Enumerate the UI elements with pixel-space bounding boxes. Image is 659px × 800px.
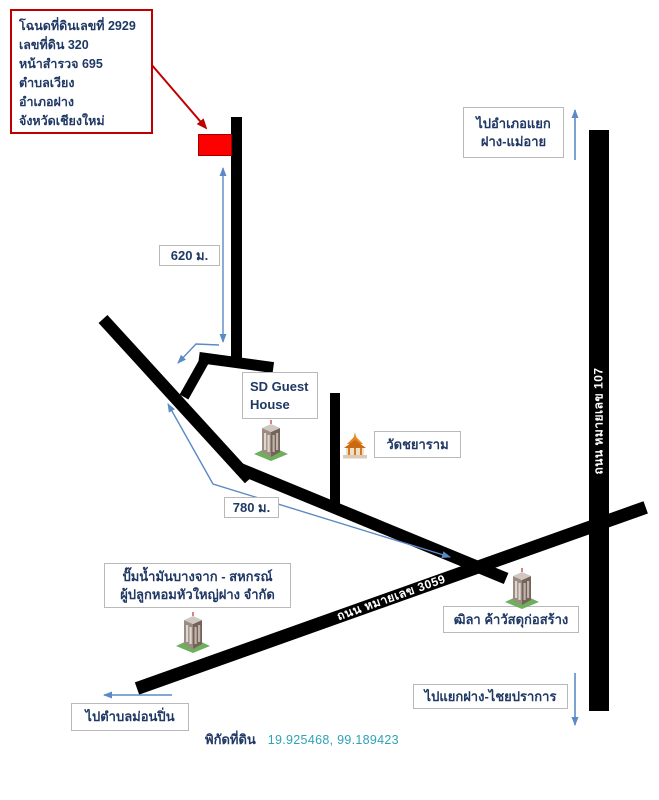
label-wat-chayaram: วัดชยาราม bbox=[374, 431, 461, 458]
deed-line: ตำบลเวียง bbox=[19, 76, 75, 90]
road-to-plot bbox=[231, 117, 242, 366]
deed-line: จังหวัดเชียงใหม่ bbox=[19, 114, 105, 128]
building-icon bbox=[254, 420, 288, 461]
label-materials-shop: ฒิลา ค้าวัสดุก่อสร้าง bbox=[443, 606, 579, 633]
road-107: ถนน หมายเลข 107 bbox=[589, 130, 609, 711]
road-107-label: ถนน หมายเลข 107 bbox=[591, 366, 606, 475]
deed-line: หน้าสำรวจ 695 bbox=[19, 57, 103, 71]
temple-icon bbox=[343, 432, 367, 459]
label-gas-station-coop: ปั๊มน้ำมันบางจาก - สหกรณ์ ผู้ปลูกหอมหัวใ… bbox=[104, 563, 291, 608]
road-branch-connector bbox=[179, 353, 212, 400]
land-coordinates: พิกัดที่ดิน 19.925468, 99.189423 bbox=[205, 729, 399, 750]
land-plot-marker bbox=[198, 134, 232, 156]
label-to-mae-ai: ไปอำเภอแยก ฝาง-แม่อาย bbox=[463, 107, 564, 158]
deed-line: โฉนดที่ดินเลขที่ 2929 bbox=[19, 19, 136, 33]
label-distance-620: 620 ม. bbox=[159, 245, 220, 266]
deed-line: เลขที่ดิน 320 bbox=[19, 38, 89, 52]
deed-annotation-arrow bbox=[150, 63, 208, 130]
label-distance-780: 780 ม. bbox=[224, 497, 279, 518]
building-icon bbox=[176, 612, 210, 653]
building-icon bbox=[505, 568, 539, 609]
coordinates-value: 19.925468, 99.189423 bbox=[267, 733, 399, 747]
coordinates-label: พิกัดที่ดิน bbox=[205, 732, 256, 747]
road-to-temple bbox=[330, 393, 340, 511]
deed-line: อำเภอฝาง bbox=[19, 95, 74, 109]
label-to-chai-prakan: ไปแยกฝาง-ไชยปราการ bbox=[413, 684, 568, 709]
label-sd-guest-house: SD Guest House bbox=[242, 372, 318, 419]
road-3059-label: ถนน หมายเลข 3059 bbox=[334, 571, 448, 624]
label-to-mon-pin: ไปตำบลม่อนปิ่น bbox=[71, 703, 189, 731]
deed-info-box: โฉนดที่ดินเลขที่ 2929 เลขที่ดิน 320 หน้า… bbox=[10, 9, 153, 134]
